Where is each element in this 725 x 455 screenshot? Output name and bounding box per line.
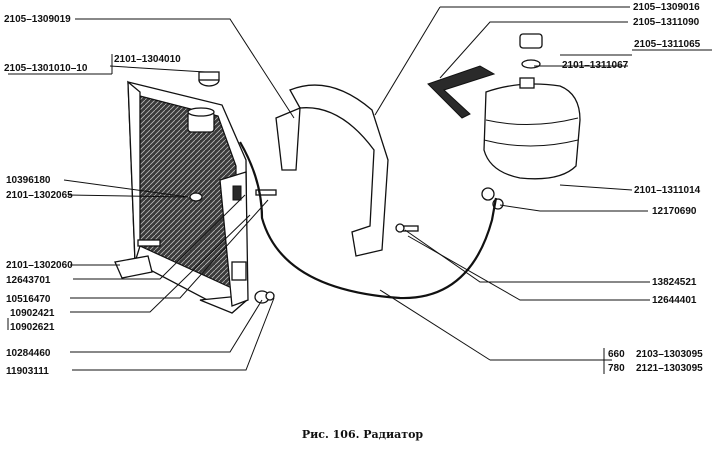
label-2105-1309019: 2105–1309019 — [4, 14, 71, 25]
radiator-filler-neck — [187, 107, 215, 133]
label-2121-1303095: 2121–1303095 — [636, 363, 703, 374]
label-12644401: 12644401 — [652, 295, 697, 306]
expansion-tank — [483, 77, 581, 180]
label-12170690: 12170690 — [652, 206, 697, 217]
label-10516470: 10516470 — [6, 294, 51, 305]
label-660: 660 — [608, 349, 625, 360]
tank-cap — [519, 33, 543, 69]
bracket-lines — [7, 49, 712, 374]
label-10902421: 10902421 — [10, 308, 55, 319]
tank-strap — [427, 65, 496, 119]
label-2105-1311065: 2105–1311065 — [634, 39, 701, 50]
label-2101-1304010: 2101–1304010 — [114, 54, 181, 65]
label-2105-1309016: 2105–1309016 — [633, 2, 700, 13]
label-780: 780 — [608, 363, 625, 374]
radiator-core — [127, 80, 249, 314]
label-2101-1302060: 2101–1302060 — [6, 260, 73, 271]
overflow-hose — [239, 141, 498, 300]
hose-clamp — [481, 187, 504, 210]
washer-part — [254, 290, 275, 304]
radiator-cap — [198, 71, 220, 87]
fan-shroud — [275, 84, 389, 257]
label-2101-1302065: 2101–1302065 — [6, 190, 73, 201]
radiator-tank-right — [219, 171, 249, 307]
label-10396180: 10396180 — [6, 175, 51, 186]
label-2103-1303095: 2103–1303095 — [636, 349, 703, 360]
leader-lines-right — [374, 6, 650, 361]
label-11903111: 11903111 — [6, 366, 49, 377]
label-2101-1311014: 2101–1311014 — [634, 185, 701, 196]
label-10284460: 10284460 — [6, 348, 51, 359]
radiator-pad — [114, 255, 153, 279]
label-2105-1301010-10: 2105–1301010–10 — [4, 63, 88, 74]
mounting-bolt — [255, 189, 277, 196]
drain-plug — [189, 192, 203, 202]
label-12643701: 12643701 — [6, 275, 51, 286]
label-10902621: 10902621 — [10, 322, 55, 333]
label-2105-1311090: 2105–1311090 — [633, 17, 700, 28]
screw-part — [395, 223, 419, 233]
leader-lines-left — [63, 18, 295, 371]
label-13824521: 13824521 — [652, 277, 697, 288]
figure-caption: Рис. 106. Радиатор — [301, 428, 424, 441]
label-2101-1311067: 2101–1311067 — [562, 60, 629, 71]
